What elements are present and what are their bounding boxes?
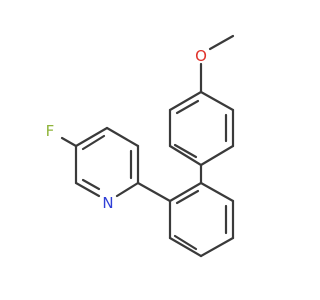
bond [199,236,235,258]
bond [115,181,140,198]
methoxyphenyl-ring [168,90,235,167]
bond [105,126,140,148]
double-bond-inner [81,134,106,151]
bond [199,144,235,167]
oxygen-atom-label: O [195,47,207,65]
bond [208,34,235,51]
pyridine-ring [74,126,140,198]
double-bond-inner [175,189,200,205]
structure-svg: O N F [46,34,235,258]
bond [168,90,203,112]
bond [74,181,101,198]
double-bond-inner [81,178,101,191]
double-bond-inner [173,143,198,159]
bond [168,144,203,167]
double-bond-inner [173,234,198,251]
bond [199,90,235,112]
double-bond-inner [175,99,200,115]
bond [168,236,203,258]
molecule-canvas: O N F [46,34,235,258]
nitrogen-atom-label: N [102,194,113,212]
bond [74,126,109,148]
biaryl-bond [136,181,172,203]
fluoro-bond [60,136,78,148]
bond [199,181,235,203]
benzene-ring [168,181,235,258]
fluorine-atom-label: F [46,122,55,140]
bond [168,181,203,203]
methoxy-group [199,34,235,94]
